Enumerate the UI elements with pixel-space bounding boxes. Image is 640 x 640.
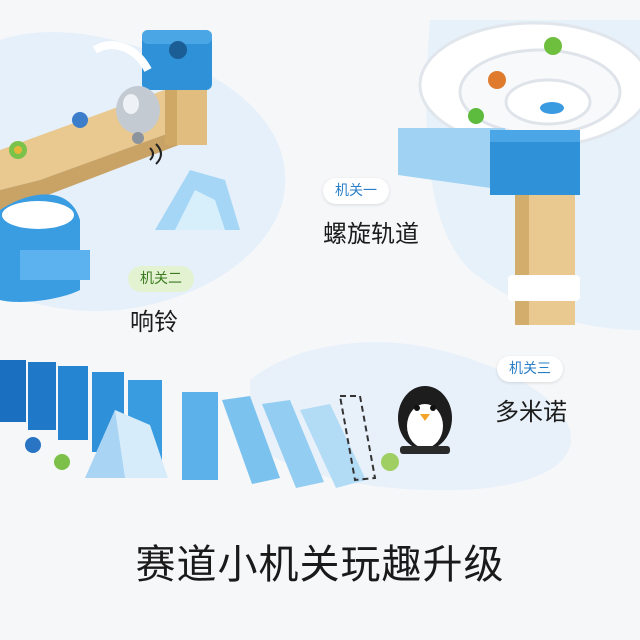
- spiral-center-hole: [540, 102, 564, 114]
- penguin-eye: [414, 405, 420, 411]
- headline-title: 赛道小机关玩趣升级: [135, 542, 505, 588]
- feature-name-bell: 响铃: [130, 308, 178, 336]
- spiral-track-inner: [504, 78, 592, 126]
- spiral-blue-base: [398, 128, 505, 190]
- blue-cube-top: [142, 30, 212, 44]
- feature-tag-spiral: 机关一: [323, 178, 389, 204]
- spiral-pillar-shade: [515, 195, 529, 325]
- penguin-figure: [398, 386, 452, 454]
- feature-name-domino: 多米诺: [495, 398, 567, 426]
- chute-top: [2, 201, 74, 229]
- domino-tilted: [300, 404, 366, 488]
- sound-wave-icon: [149, 143, 162, 165]
- domino: [182, 392, 218, 480]
- silver-bell-highlight: [123, 94, 139, 114]
- penguin-base: [400, 446, 450, 454]
- cube-hole: [169, 41, 187, 59]
- feature-name-spiral-track: 螺旋轨道: [323, 220, 419, 248]
- domino: [58, 366, 88, 440]
- domino-row: [0, 360, 377, 488]
- spiral-blue-box-top: [490, 130, 580, 142]
- penguin-beak: [420, 414, 430, 421]
- domino: [28, 362, 56, 430]
- marble: [14, 146, 22, 154]
- domino-outline: [338, 395, 377, 482]
- marble: [25, 437, 41, 453]
- domino-tilted: [222, 396, 280, 484]
- marble: [54, 454, 70, 470]
- feature-tag-domino: 机关三: [497, 356, 563, 382]
- marble: [544, 37, 562, 55]
- bell-hanger: [92, 41, 152, 73]
- penguin-belly: [407, 404, 443, 448]
- domino-tilted: [262, 400, 324, 488]
- marble: [468, 108, 484, 124]
- wooden-post-shade: [165, 85, 177, 145]
- feature-tag-bell: 机关二: [128, 266, 194, 292]
- marble: [381, 453, 399, 471]
- wooden-track-side: [0, 120, 205, 210]
- blue-cube: [142, 30, 212, 90]
- marble: [72, 112, 88, 128]
- marble: [488, 71, 506, 89]
- silver-bell: [116, 86, 160, 134]
- domino: [0, 360, 26, 422]
- blue-block: [20, 250, 90, 280]
- bell-clapper: [132, 132, 144, 144]
- iceberg-front-shade: [85, 410, 125, 478]
- penguin-eye: [430, 405, 436, 411]
- spiral-pillar-clip: [508, 275, 580, 301]
- iceberg-piece-face: [175, 190, 225, 230]
